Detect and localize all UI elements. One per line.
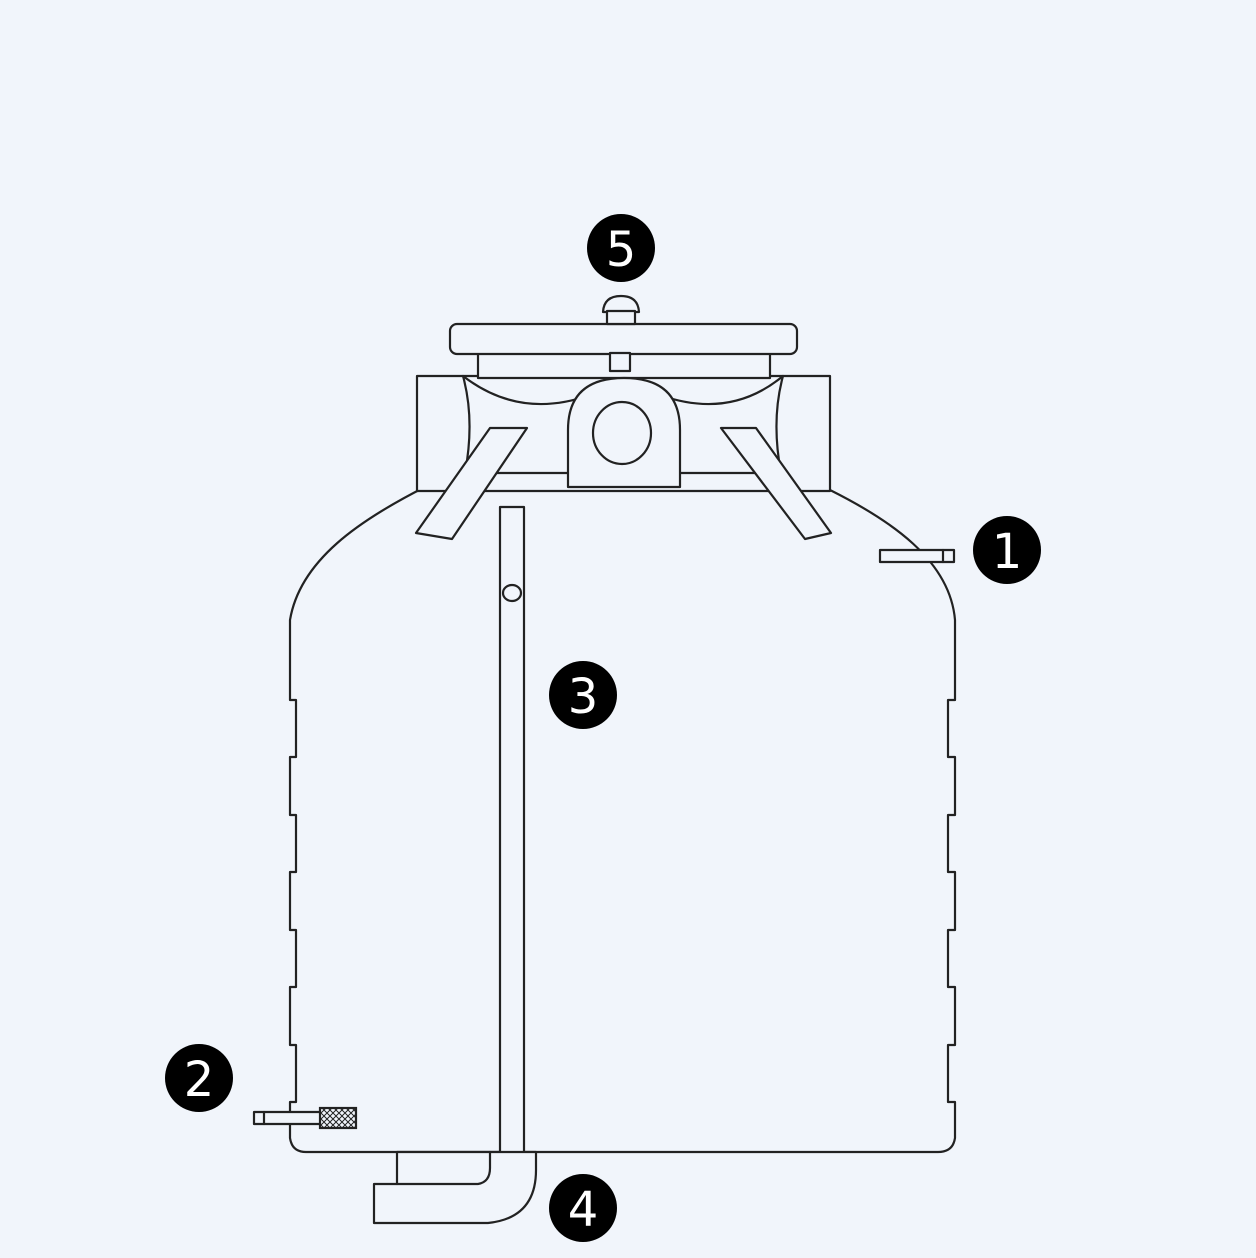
bottom-outlet — [372, 1150, 538, 1225]
vent-cap — [601, 294, 641, 326]
callout-5: 5 — [587, 214, 655, 282]
lid — [448, 322, 799, 380]
overflow-pipe — [878, 548, 956, 564]
level-tube — [498, 505, 526, 1168]
tank-body — [288, 485, 957, 1154]
callout-3-label: 3 — [568, 669, 599, 725]
drain-tap — [252, 1106, 358, 1130]
callout-4-label: 4 — [568, 1182, 599, 1238]
callout-4: 4 — [549, 1174, 617, 1242]
callout-3: 3 — [549, 661, 617, 729]
lock-housing — [566, 376, 682, 489]
callout-2: 2 — [165, 1044, 233, 1112]
callout-5-label: 5 — [606, 222, 637, 278]
callout-2-label: 2 — [184, 1052, 215, 1108]
right-handle — [719, 426, 833, 541]
left-handle — [414, 426, 529, 541]
callout-1: 1 — [973, 516, 1041, 584]
callout-1-label: 1 — [992, 524, 1023, 580]
